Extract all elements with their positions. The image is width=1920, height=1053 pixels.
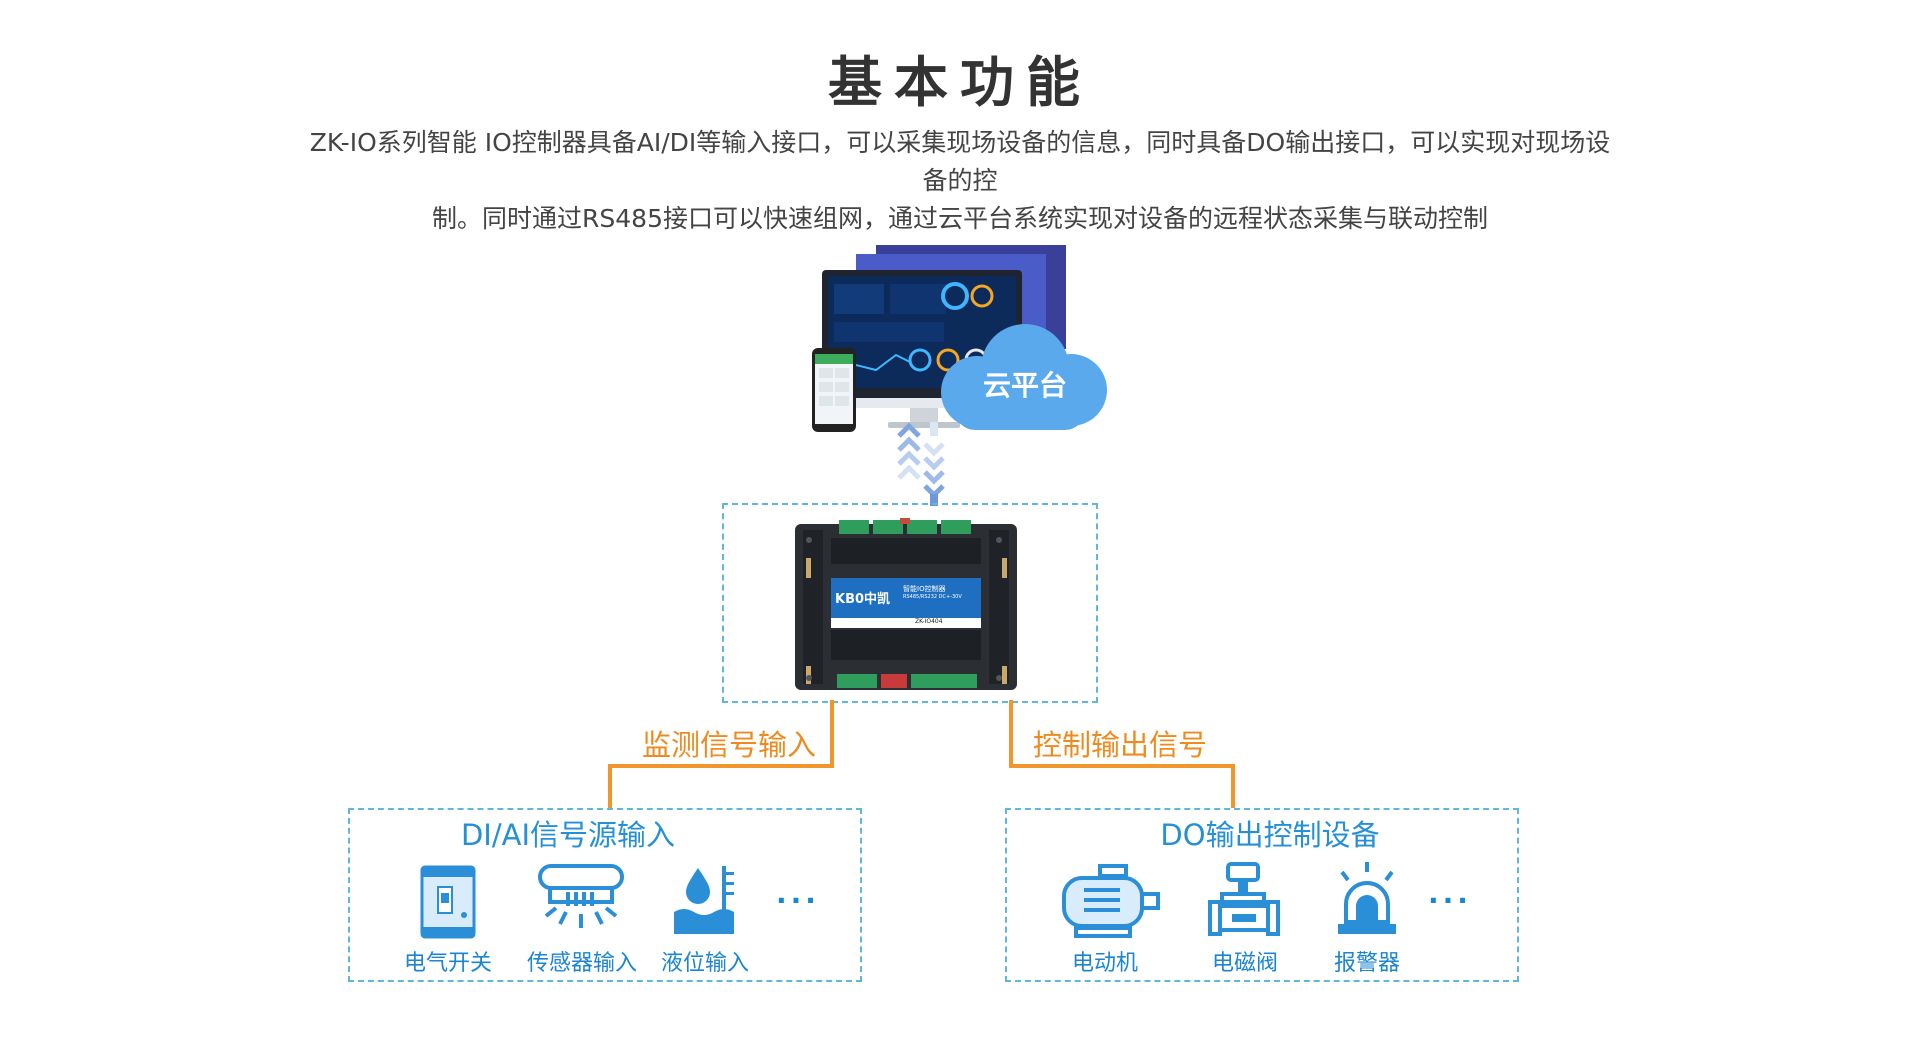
input-panel-title: DI/AI信号源输入 [460, 818, 676, 852]
input-more-dots: ··· [776, 884, 820, 917]
device-product-name: 智能IO控制器 [903, 585, 946, 593]
description-line-2: 制。同时通过RS485接口可以快速组网，通过云平台系统实现对设备的远程状态采集与… [432, 204, 1488, 233]
water-level-icon [674, 866, 734, 934]
output-item-label-2: 电磁阀 [1211, 951, 1278, 976]
platform-illustration [812, 245, 1066, 432]
output-connector-vertical-bottom [1231, 764, 1235, 808]
device-model: ZK-IO404 [915, 618, 943, 625]
description: ZK-IO系列智能 IO控制器具备AI/DI等输入接口，可以采集现场设备的信息，… [300, 124, 1620, 238]
device-brand: KB0中凯 [835, 592, 891, 607]
valve-icon [1208, 862, 1280, 936]
input-connector-vertical-top [830, 700, 834, 768]
motor-icon [1062, 864, 1160, 938]
monitor-icon [822, 270, 1022, 428]
cloud-label: 云平台 [982, 369, 1067, 402]
input-item-label-1: 电气开关 [403, 951, 492, 976]
output-panel-title: DO输出控制设备 [1160, 818, 1380, 852]
download-arrow-icon [923, 422, 945, 506]
input-connector-vertical-bottom [608, 764, 612, 808]
data-flow-arrows [897, 422, 945, 506]
sensor-icon [538, 864, 624, 928]
output-item-label-1: 电动机 [1071, 951, 1138, 976]
phone-icon [812, 348, 856, 432]
io-controller-body [795, 518, 1017, 690]
output-panel [1005, 808, 1519, 982]
io-controller: KB0中凯 智能IO控制器 RS485/RS232 DC+-30V ZK-IO4… [795, 518, 1017, 696]
description-line-1: ZK-IO系列智能 IO控制器具备AI/DI等输入接口，可以采集现场设备的信息，… [309, 128, 1611, 195]
output-connector-vertical-top [1009, 700, 1013, 768]
switch-icon [420, 865, 476, 939]
output-connector-horizontal [1009, 764, 1235, 768]
cloud-icon [941, 324, 1107, 430]
upload-arrow-icon [897, 422, 921, 480]
input-signal-label: 监测信号输入 [642, 728, 817, 762]
output-more-dots: ··· [1428, 884, 1472, 917]
input-item-label-3: 液位输入 [660, 951, 749, 976]
page-title: 基本功能 [828, 51, 1092, 114]
output-signal-label: 控制输出信号 [1033, 728, 1208, 762]
device-frame [722, 503, 1098, 703]
input-panel [348, 808, 862, 982]
alarm-icon [1338, 862, 1396, 934]
input-item-label-2: 传感器输入 [526, 951, 637, 976]
input-connector-horizontal [608, 764, 834, 768]
device-product-spec: RS485/RS232 DC+-30V [903, 594, 962, 600]
output-item-label-3: 报警器 [1333, 951, 1400, 976]
